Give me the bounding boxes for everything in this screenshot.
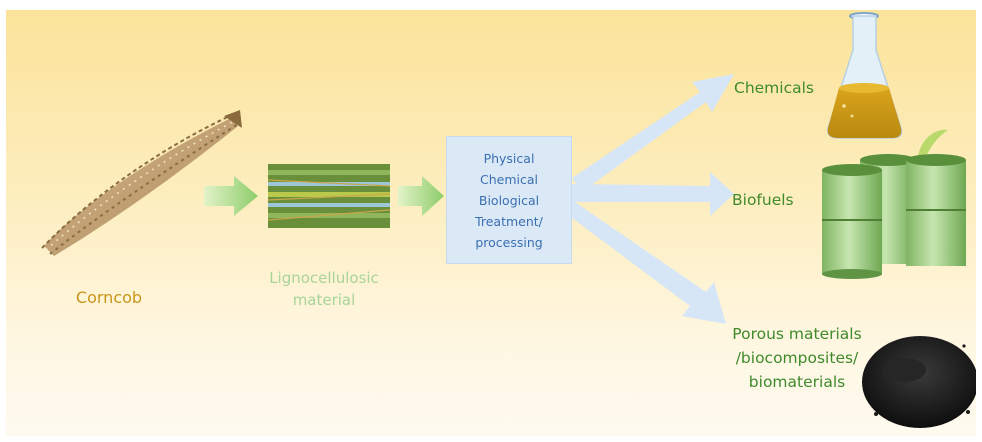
product-porous-materials: Porous materials /biocomposites/ biomate… (712, 322, 882, 394)
porous-line-1: Porous materials (732, 325, 862, 343)
product-chemicals: Chemicals (734, 79, 814, 97)
lignocellulosic-label-line-2: material (292, 290, 356, 309)
flask-icon (826, 12, 903, 139)
lignocellulosic-label-line-1: Lignocellulosic (269, 269, 379, 287)
blue-arrow-porous (564, 200, 726, 324)
porous-line-2: /biocomposites/ (735, 349, 859, 368)
fuel-barrels-icon (822, 129, 966, 279)
treatment-box: Physical Chemical Biological Treatment/ … (446, 136, 572, 264)
corncob-image (41, 110, 242, 256)
treatment-word: Treatment/ (475, 213, 543, 229)
product-biofuels: Biofuels (732, 191, 794, 209)
lignocellulose-fiber-image (267, 164, 391, 228)
green-arrow-2 (398, 176, 444, 216)
processing-word: processing (475, 234, 543, 250)
porous-line-3: biomaterials (748, 373, 846, 392)
lignocellulosic-label: Lignocellulosic material (254, 268, 394, 312)
blue-arrow-biofuels (572, 172, 734, 216)
blue-arrow-chemicals (572, 74, 734, 192)
diagram-artwork (41, 12, 976, 428)
green-arrow-1 (204, 176, 258, 216)
treatment-physical: Physical (483, 150, 535, 166)
carbon-powder-icon (862, 336, 976, 428)
treatment-biological: Biological (478, 192, 540, 208)
diagram-canvas: Corncob Lignocellulosic material Physica… (6, 10, 976, 436)
corncob-label: Corncob (75, 288, 143, 307)
treatment-chemical: Chemical (480, 171, 538, 187)
